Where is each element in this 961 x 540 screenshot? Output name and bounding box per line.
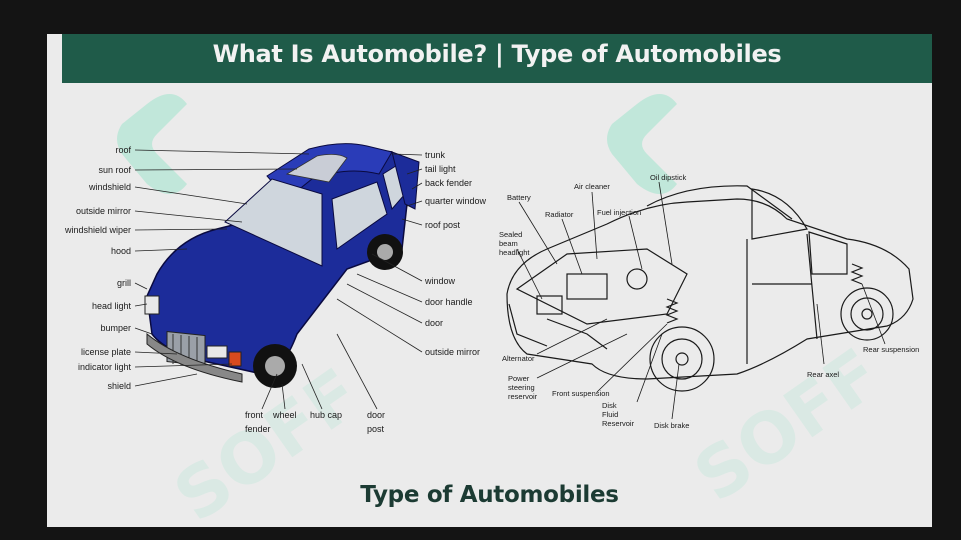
label-sun-roof: sun roof [98, 165, 131, 175]
slide-frame: SOFF SOFF [47, 34, 932, 527]
label-wheel: wheel [272, 410, 297, 420]
label-outside-mirror: outside mirror [76, 206, 131, 216]
label-outside-mirror-right: outside mirror [425, 347, 480, 357]
label-quarter-window: quarter window [425, 196, 487, 206]
label-shield: shield [107, 381, 131, 391]
label-disk: Disk [602, 401, 617, 410]
label-alternator: Alternator [502, 354, 535, 363]
title-banner: What Is Automobile? | Type of Automobile… [62, 34, 932, 83]
label-fluid: Fluid [602, 410, 618, 419]
label-trunk: trunk [425, 150, 446, 160]
label-sealed: Sealed [499, 230, 522, 239]
label-windshield-wiper: windshield wiper [64, 225, 131, 235]
label-oil-dipstick: Oil dipstick [650, 173, 687, 182]
label-door-post-1: door [367, 410, 385, 420]
label-door: door [425, 318, 443, 328]
label-tail-light: tail light [425, 164, 456, 174]
label-grill: grill [117, 278, 131, 288]
label-front: front [245, 410, 264, 420]
label-head-light: head light [92, 301, 132, 311]
diagram-canvas: SOFF SOFF [64, 94, 919, 527]
label-indicator-light: indicator light [78, 362, 132, 372]
label-fender: fender [245, 424, 271, 434]
label-windshield: windshield [88, 182, 131, 192]
label-hood: hood [111, 246, 131, 256]
watermark-logo-center [607, 94, 677, 194]
components-labels: Battery Air cleaner Oil dipstick Radiato… [499, 173, 919, 430]
label-back-fender: back fender [425, 178, 472, 188]
label-fluid-reservoir: Reservoir [602, 419, 635, 428]
label-window: window [424, 276, 456, 286]
section-title: Type of Automobiles [360, 482, 619, 508]
components-leader-lines [516, 181, 886, 420]
label-headlight: headlight [499, 248, 530, 257]
label-air-cleaner: Air cleaner [574, 182, 610, 191]
page-title: What Is Automobile? | Type of Automobile… [212, 40, 782, 68]
watermark-logo-left [117, 94, 187, 194]
label-power: Power [508, 374, 530, 383]
label-hub-cap: hub cap [310, 410, 342, 420]
label-radiator: Radiator [545, 210, 574, 219]
label-front-suspension: Front suspension [552, 389, 610, 398]
car-exterior-illustration [144, 143, 420, 388]
label-fuel-injection: Fuel injection [597, 208, 641, 217]
label-rear-suspension: Rear suspension [863, 345, 919, 354]
label-door-handle: door handle [425, 297, 473, 307]
label-license-plate: license plate [81, 347, 131, 357]
label-disk-brake: Disk brake [654, 421, 689, 430]
label-roof: roof [115, 145, 131, 155]
label-battery: Battery [507, 193, 531, 202]
label-rear-axel: Rear axel [807, 370, 839, 379]
label-bumper: bumper [100, 323, 131, 333]
label-reservoir: reservoir [508, 392, 538, 401]
label-steering: steering [508, 383, 535, 392]
exterior-labels: roof sun roof windshield outside mirror … [64, 145, 487, 434]
label-roof-post: roof post [425, 220, 461, 230]
label-beam: beam [499, 239, 518, 248]
exterior-leader-lines [134, 149, 423, 410]
label-door-post-2: post [367, 424, 385, 434]
